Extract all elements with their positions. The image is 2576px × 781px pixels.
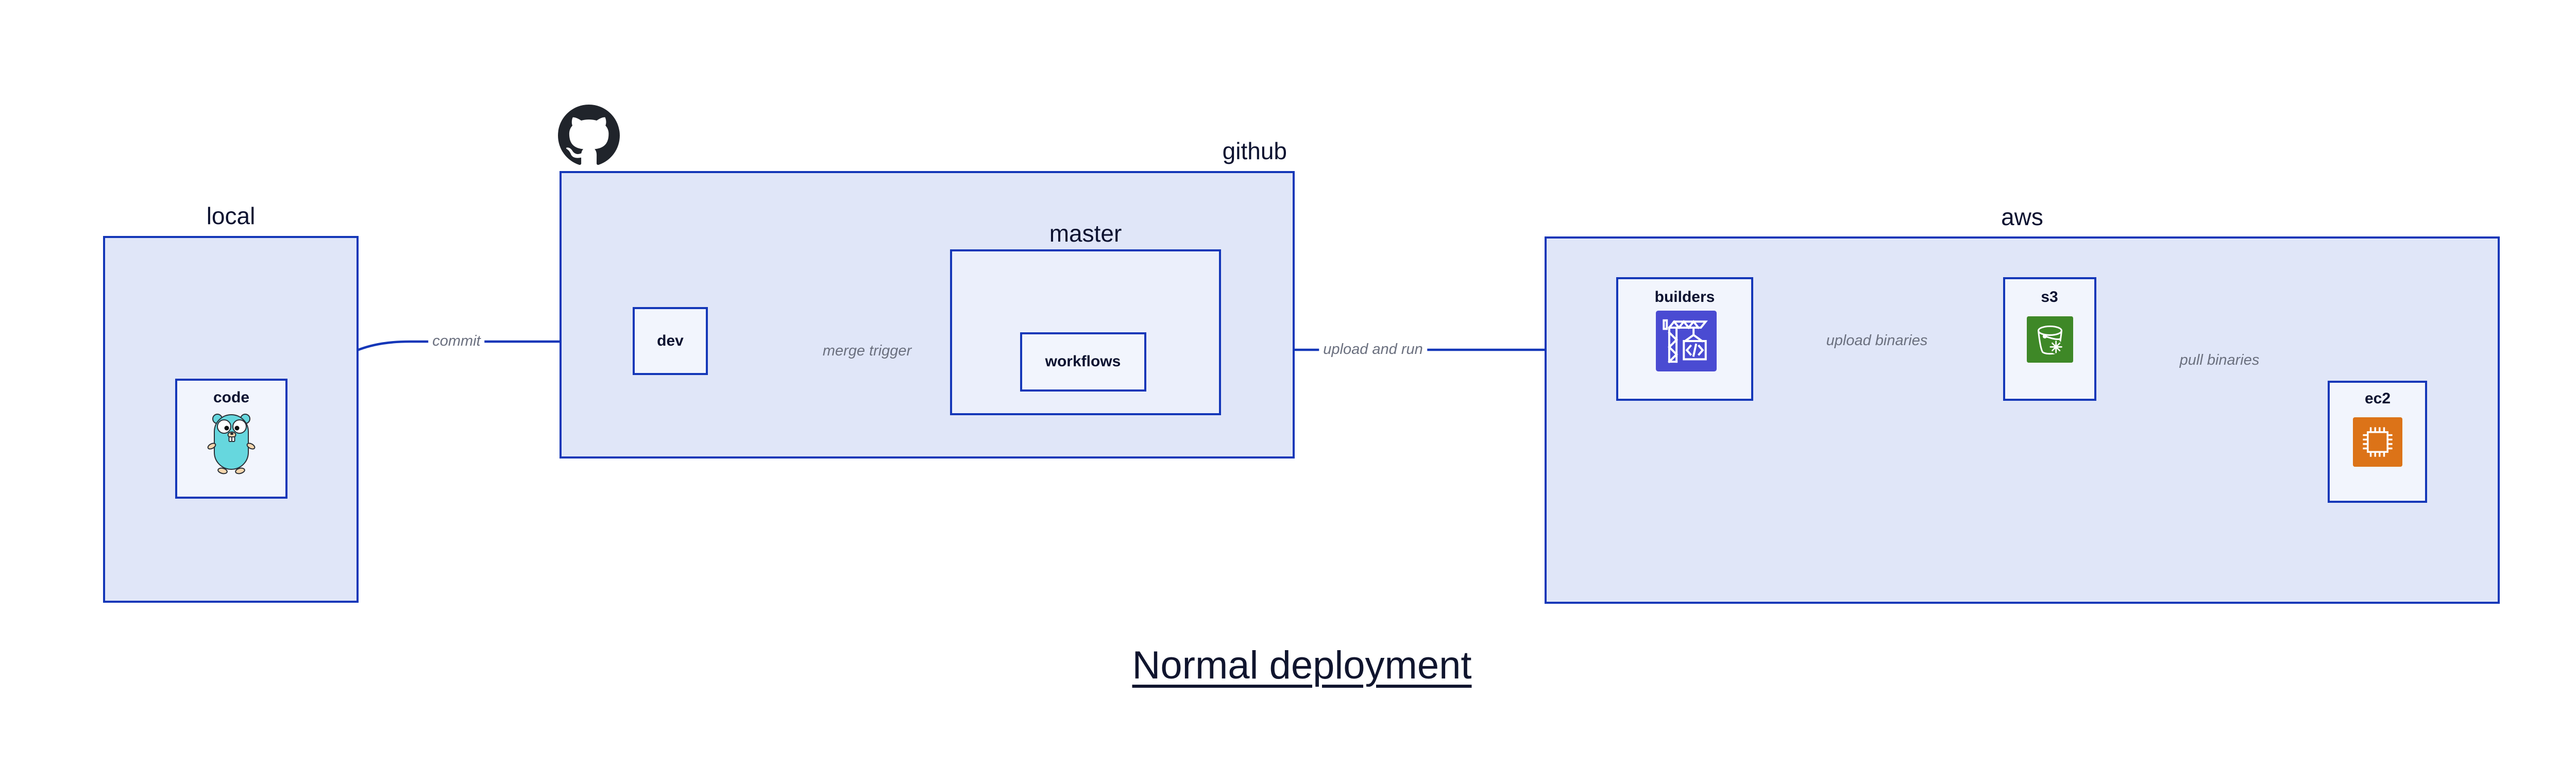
container-label-github: github [1222,138,1287,164]
node-dev [633,307,708,375]
edge-label-pull-binaries: pull binaries [2175,351,2264,370]
edge-label-upload-binaries: upload binaries [1822,332,1932,350]
container-label-aws: aws [2001,203,2043,230]
container-label-local: local [206,202,256,229]
go-gopher-icon [207,414,256,474]
container-label-master: master [1049,220,1122,247]
node-label-code: code [213,389,250,406]
node-label-dev: dev [657,332,684,349]
node-label-ec2: ec2 [2364,390,2391,407]
diagram-title: Normal deployment [1132,643,1472,687]
node-label-builders: builders [1654,288,1715,305]
edge-label-merge-trigger: merge trigger [818,342,916,361]
edge-label-commit: commit [428,332,485,351]
node-label-s3: s3 [2041,288,2058,305]
aws-ec2-chip-icon [2353,417,2402,467]
github-octocat-icon [558,105,620,165]
node-label-workflows: workflows [1045,353,1121,370]
aws-codebuild-icon [1656,311,1717,371]
aws-s3-bucket-icon [2027,316,2073,363]
edge-label-upload-and-run: upload and run [1319,341,1427,359]
node-workflows [1020,332,1146,392]
